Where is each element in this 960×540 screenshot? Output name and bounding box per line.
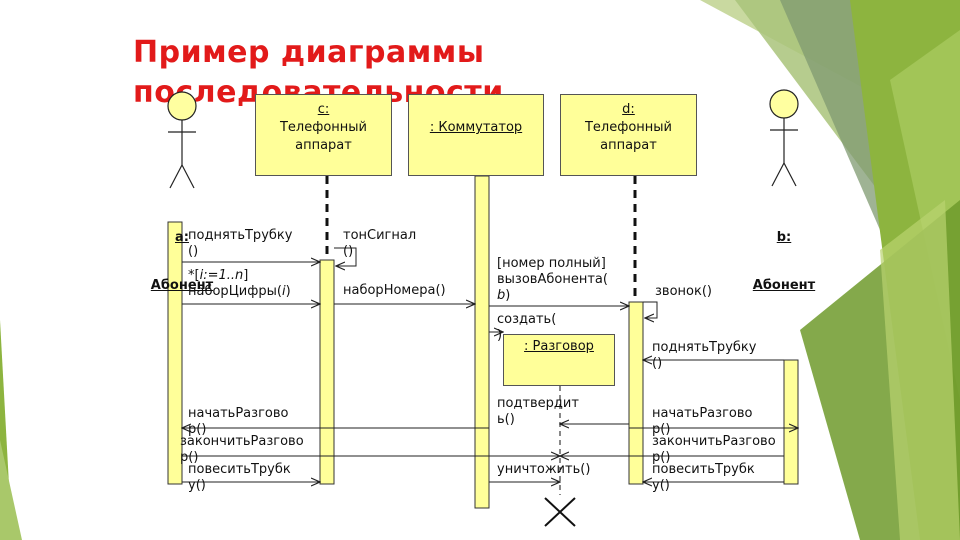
object-c-name: c:: [256, 101, 391, 119]
object-d-type-line2: аппарат: [561, 137, 696, 155]
actor-b-type: Абонент: [742, 278, 826, 294]
object-d-name: d:: [561, 101, 696, 119]
msg-call-end: ): [505, 288, 510, 303]
actor-b-figure: [770, 90, 798, 186]
msg-dial-digits-close: ]: [243, 268, 248, 283]
arrow-m6: [643, 302, 657, 318]
activation-b: [784, 360, 798, 484]
msg-lift-handset-a: поднятьТрубку (): [188, 228, 292, 260]
msg-call-guard: [номер полный]: [497, 256, 606, 271]
msg-confirm: подтвердит ь(): [497, 396, 579, 428]
msg-dial-digits: *[i:=1..n] наборЦифры(i): [188, 268, 291, 300]
actor-b-name: b:: [742, 230, 826, 246]
msg-hang-up-b: повеситьТрубк у(): [652, 462, 755, 494]
msg-destroy: уничтожить(): [497, 462, 590, 478]
msg-dial-digits-end: ): [286, 284, 291, 299]
actor-a-figure: [168, 92, 196, 188]
object-c-type-line2: аппарат: [256, 137, 391, 155]
msg-dial-digits-guard: *[: [188, 268, 200, 283]
msg-hang-up-a: повеситьТрубк у(): [188, 462, 291, 494]
msg-lift-handset-b: поднятьТрубку (): [652, 340, 756, 372]
activation-d: [629, 302, 643, 484]
activation-c: [320, 260, 334, 484]
msg-dial-tone: тонСигнал (): [343, 228, 416, 260]
object-c-type-line1: Телефонный: [256, 119, 391, 137]
object-d-type-line1: Телефонный: [561, 119, 696, 137]
activation-switch: [475, 176, 489, 508]
object-switch: : Коммутатор: [408, 94, 544, 176]
msg-dial-digits-name: наборЦифры(: [188, 284, 282, 299]
object-c-phone: c: Телефонный аппарат: [255, 94, 392, 176]
msg-create: создать( ): [497, 312, 556, 344]
destroy-mark: [545, 498, 575, 526]
msg-ring: звонок(): [655, 284, 712, 300]
msg-call-subscriber: [номер полный] вызовАбонента( b): [497, 256, 608, 304]
object-switch-name: : Коммутатор: [409, 119, 543, 137]
msg-call-name: вызовАбонента(: [497, 272, 608, 287]
object-d-phone: d: Телефонный аппарат: [560, 94, 697, 176]
msg-dial-number: наборНомера(): [343, 283, 446, 299]
actor-b-label: b: Абонент: [742, 198, 826, 310]
msg-dial-digits-iter: i:=1..n: [200, 268, 244, 283]
